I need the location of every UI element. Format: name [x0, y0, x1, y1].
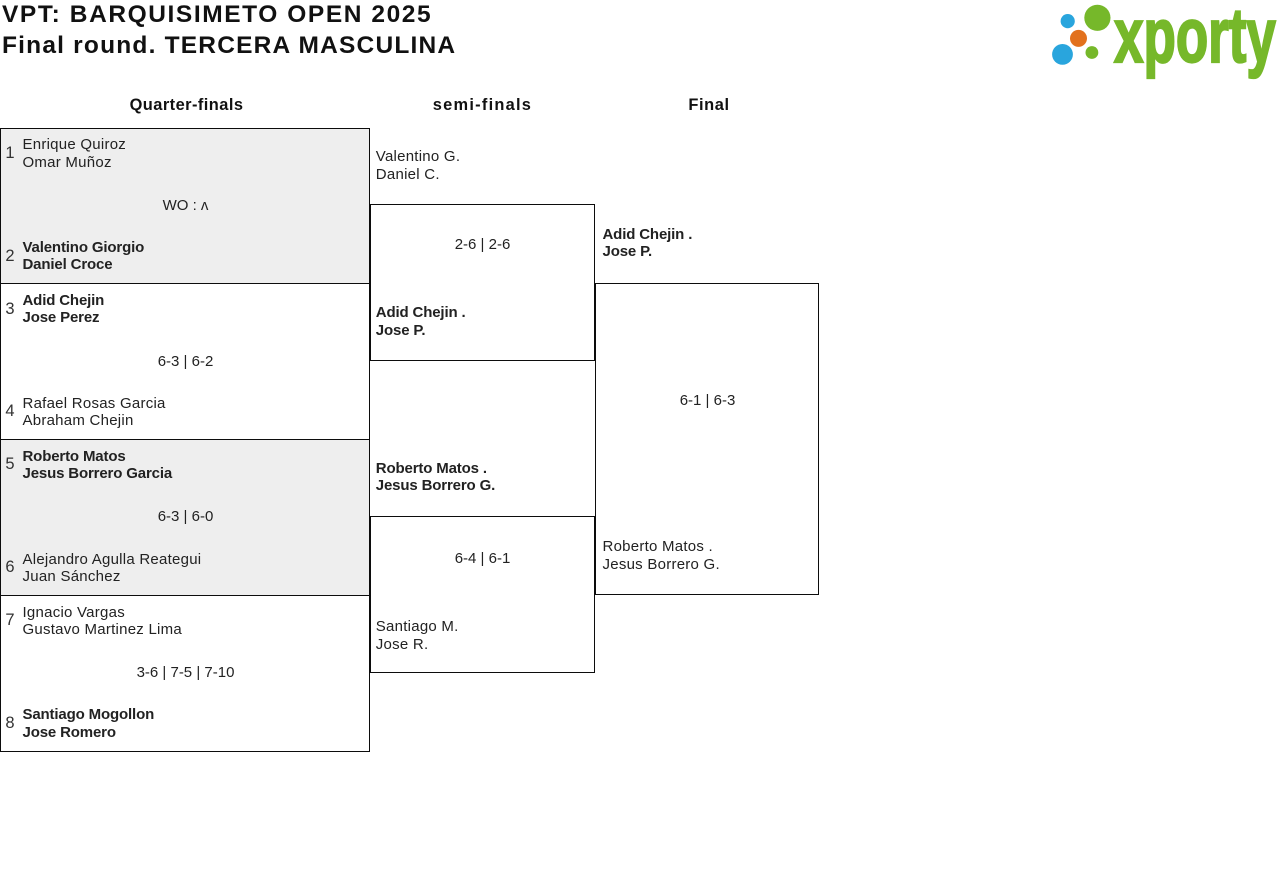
svg-text:xporty: xporty [1114, 0, 1276, 79]
